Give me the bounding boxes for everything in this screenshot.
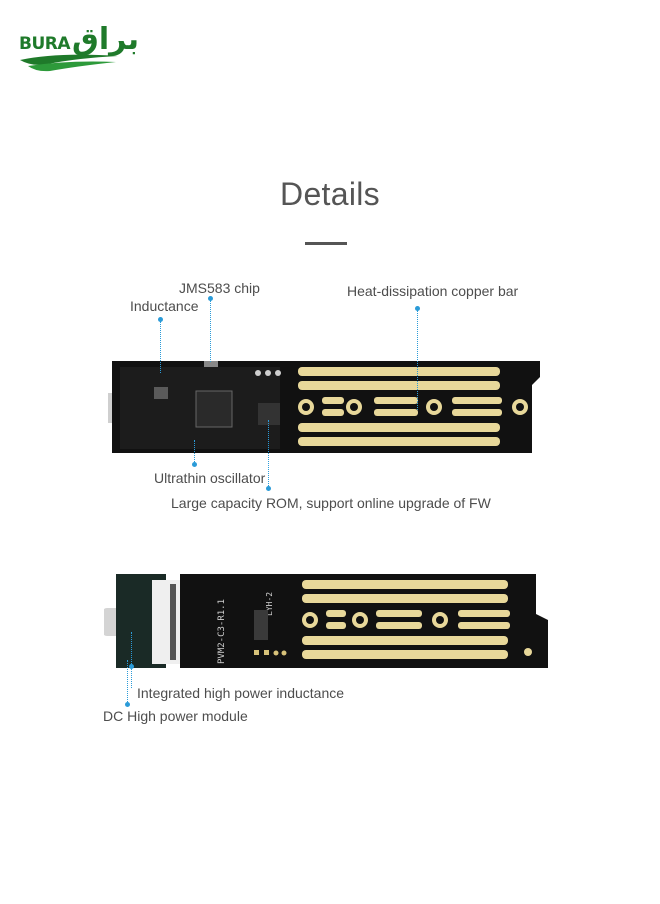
top-pcb-board [108,361,540,453]
leader-line-heat-bar [417,310,418,410]
label-heat-bar: Heat-dissipation copper bar [347,283,519,299]
brand-name-arabic: براق [72,22,140,57]
label-oscillator: Ultrathin oscillator [154,470,266,486]
label-rom: Large capacity ROM, support online upgra… [171,495,491,511]
leader-line-dc-module [127,660,128,706]
brand-name-latin: BURA [19,34,71,54]
leaf-swoosh-icon [20,54,118,72]
pointer-dot-oscillator [192,462,197,467]
leader-line-inductance [160,321,161,373]
page-title: Details [280,176,380,212]
leader-line-integrated-inductance [131,632,132,688]
leader-line-jms583 [210,300,211,362]
pointer-dot-dc-module [125,702,130,707]
pointer-dot-rom [266,486,271,491]
label-jms583-chip: JMS583 chip [179,280,260,296]
label-dc-module: DC High power module [103,708,248,724]
label-inductance: Inductance [130,298,199,314]
brand-logo: BURA براق [18,20,139,76]
silkscreen-model: PVM2-C3-R1.1 [217,599,227,664]
label-integrated-inductance: Integrated high power inductance [137,685,345,701]
leader-line-oscillator [194,440,195,464]
bottom-pcb-board: PVM2-C3-R1.1 LYH-2 [104,574,548,668]
pointer-dot-integrated-inductance [129,664,134,669]
pointer-dot-jms583 [208,296,213,301]
title-underline [305,242,347,245]
pointer-dot-heat-bar [415,306,420,311]
pointer-dot-inductance [158,317,163,322]
silkscreen-code: LYH-2 [265,592,274,616]
leader-line-rom [268,420,269,486]
